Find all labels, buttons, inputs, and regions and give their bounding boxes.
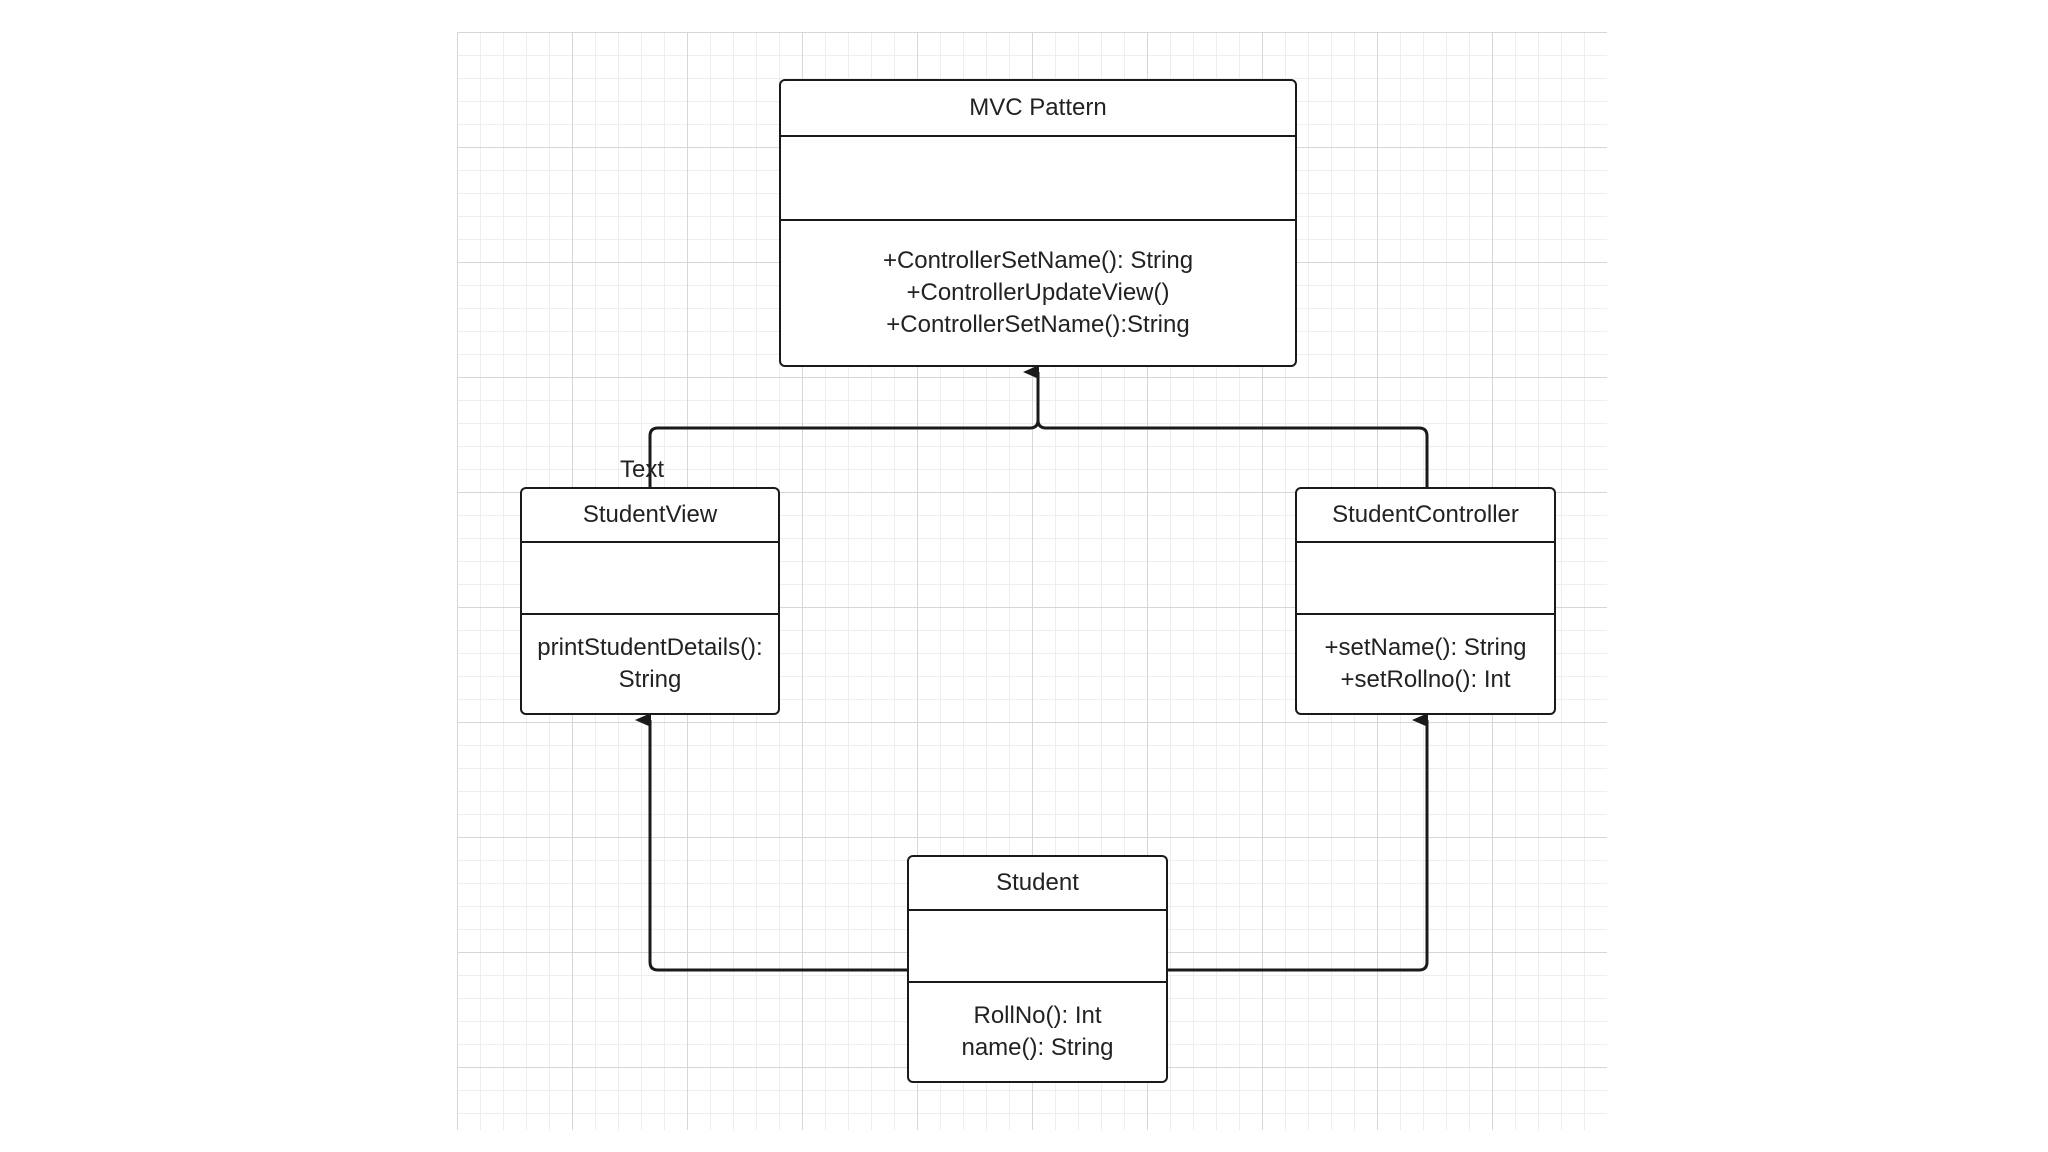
method: +ControllerUpdateView() — [906, 279, 1170, 306]
methods-section: +setName(): String +setRollno(): Int — [1297, 615, 1554, 713]
method: +ControllerSetName():String — [886, 311, 1190, 338]
class-box-student-controller[interactable]: StudentController +setName(): String +se… — [1295, 487, 1556, 715]
method: printStudentDetails(): — [537, 634, 763, 661]
attributes-section — [522, 543, 778, 615]
class-box-student-view[interactable]: StudentView printStudentDetails(): Strin… — [520, 487, 780, 715]
class-name: StudentController — [1297, 489, 1554, 543]
method: String — [618, 666, 682, 693]
method: RollNo(): Int — [973, 1002, 1102, 1029]
methods-section: +ControllerSetName(): String +Controller… — [781, 221, 1295, 365]
attributes-section — [909, 911, 1166, 983]
class-name: MVC Pattern — [781, 81, 1295, 137]
method: name(): String — [961, 1034, 1114, 1061]
methods-section: printStudentDetails(): String — [522, 615, 778, 713]
attributes-section — [1297, 543, 1554, 615]
method: +setName(): String — [1324, 634, 1527, 661]
class-box-student[interactable]: Student RollNo(): Int name(): String — [907, 855, 1168, 1083]
class-name: StudentView — [522, 489, 778, 543]
connector-label: Text — [620, 456, 665, 483]
connector-view-to-mvc — [648, 365, 1040, 487]
class-name: Student — [909, 857, 1166, 911]
attributes-section — [781, 137, 1295, 221]
connector-controller-to-mvc — [1036, 372, 1429, 487]
method: +setRollno(): Int — [1340, 666, 1511, 693]
class-box-mvc-pattern[interactable]: MVC Pattern +ControllerSetName(): String… — [779, 79, 1297, 367]
methods-section: RollNo(): Int name(): String — [909, 983, 1166, 1081]
connector-student-to-view — [635, 713, 907, 972]
method: +ControllerSetName(): String — [882, 247, 1194, 274]
connector-student-to-controller — [1168, 713, 1429, 972]
